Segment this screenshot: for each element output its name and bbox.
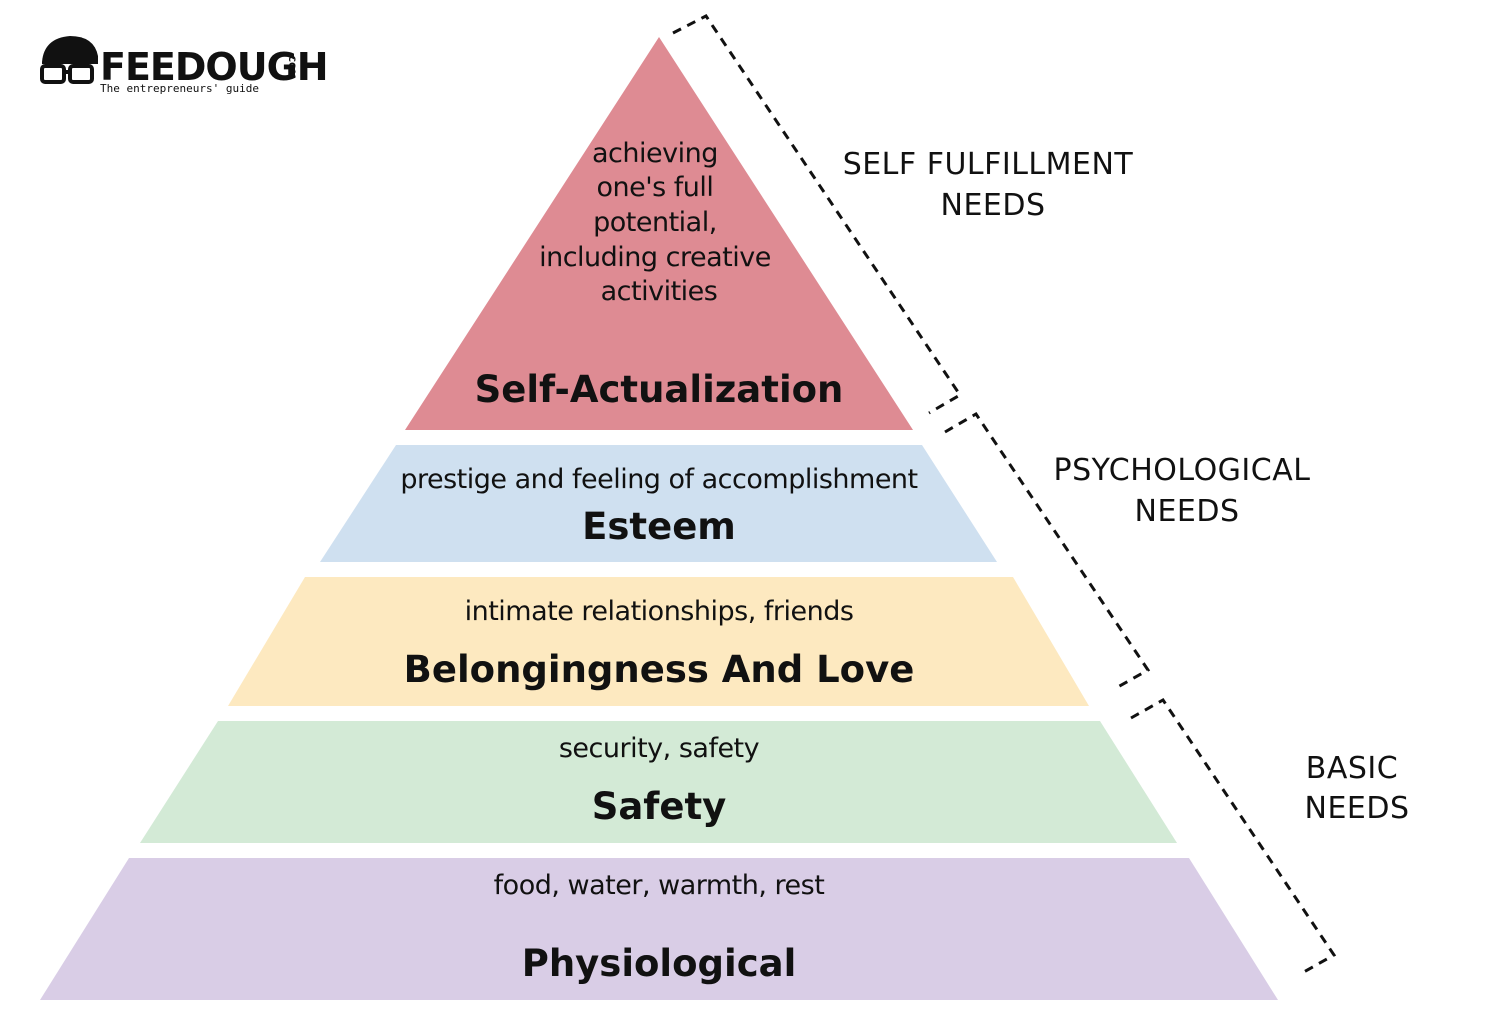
feedough-logo[interactable]: FEEDOUGH .COM The entrepreneurs' guide xyxy=(40,36,329,95)
level-band xyxy=(140,721,1177,843)
level-safety: security, safety Safety xyxy=(140,721,1177,843)
level-description: security, safety xyxy=(559,733,760,764)
level-band xyxy=(40,858,1278,1000)
group-brackets xyxy=(672,14,1337,975)
level-physiological: food, water, warmth, rest Physiological xyxy=(40,858,1278,1000)
level-belongingness-and-love: intimate relationships, friends Belongin… xyxy=(228,577,1089,706)
level-title: Safety xyxy=(592,785,727,828)
level-band xyxy=(320,445,997,562)
level-description: achieving one's full potential, includin… xyxy=(539,138,779,307)
self-fulfillment-bracket xyxy=(672,14,963,415)
glasses-avatar-icon xyxy=(40,36,98,84)
level-band xyxy=(228,577,1089,706)
logo-wordmark: FEEDOUGH xyxy=(100,45,328,89)
pyramid: achieving one's full potential, includin… xyxy=(40,37,1278,1000)
level-title: Self-Actualization xyxy=(475,368,844,411)
logo-com-suffix: .COM xyxy=(286,52,296,79)
level-self-actualization: achieving one's full potential, includin… xyxy=(405,37,913,430)
level-title: Physiological xyxy=(522,942,797,985)
group-label-self-fulfillment: SELF FULFILLMENT NEEDS xyxy=(843,147,1144,223)
level-description: intimate relationships, friends xyxy=(465,596,854,627)
level-band xyxy=(405,37,913,430)
group-label-psychological: PSYCHOLOGICAL NEEDS xyxy=(1053,453,1320,529)
group-labels: SELF FULFILLMENT NEEDS PSYCHOLOGICAL NEE… xyxy=(843,147,1410,826)
psychological-bracket xyxy=(944,411,1151,690)
level-description: food, water, warmth, rest xyxy=(494,870,825,901)
level-title: Belongingness And Love xyxy=(404,648,915,691)
level-esteem: prestige and feeling of accomplishment E… xyxy=(320,445,997,562)
level-description: prestige and feeling of accomplishment xyxy=(400,464,917,495)
level-title: Esteem xyxy=(582,505,736,548)
group-label-basic: BASIC NEEDS xyxy=(1305,751,1410,826)
logo-tagline: The entrepreneurs' guide xyxy=(100,82,259,95)
basic-bracket xyxy=(1130,698,1337,975)
